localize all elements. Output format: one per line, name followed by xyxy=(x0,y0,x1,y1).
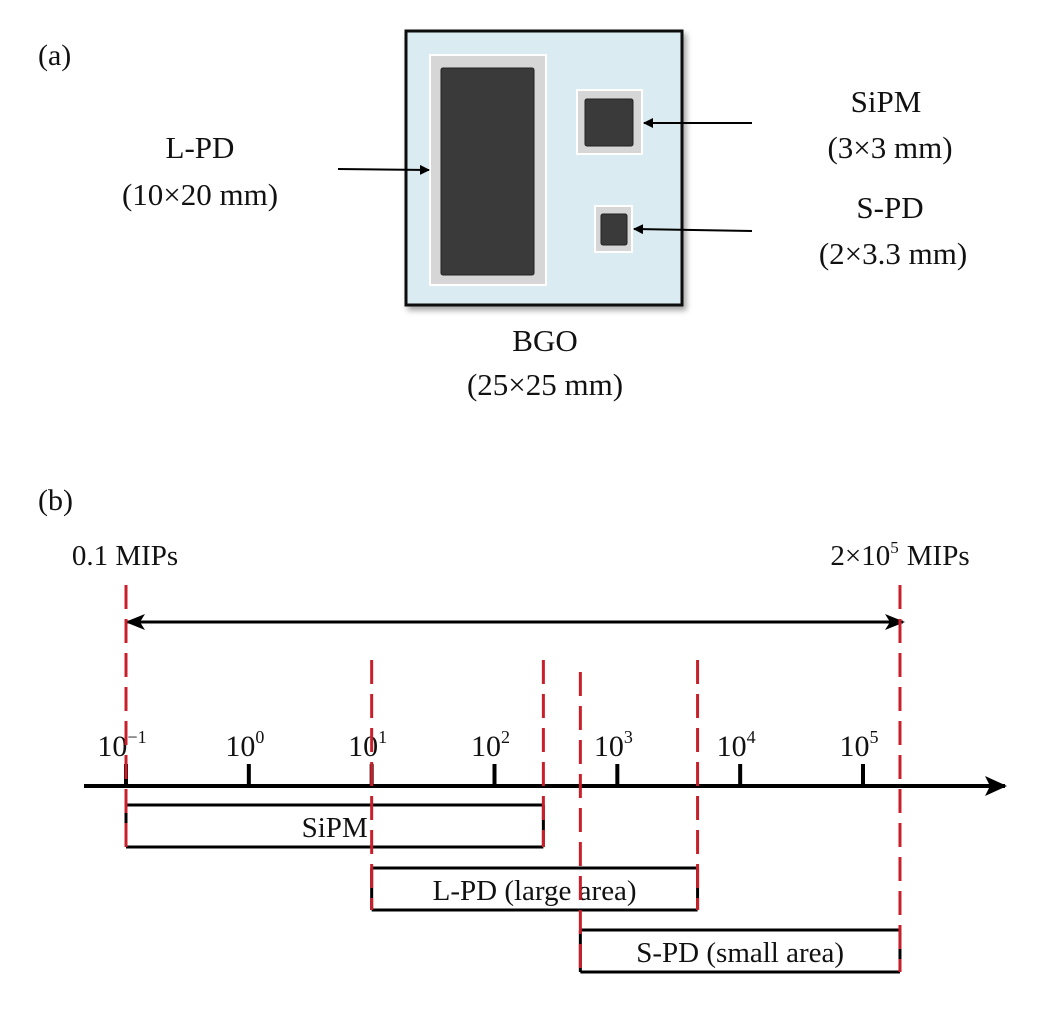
tick-label: 105 xyxy=(840,727,879,763)
range-bars: SiPM L-PD (large area) S-PD (small area) xyxy=(124,803,902,974)
range-bar-label: L-PD (large area) xyxy=(433,875,637,907)
range-max-base: 2×10 xyxy=(830,540,890,572)
range-max-unit: MIPs xyxy=(907,540,970,572)
spd-chip xyxy=(600,213,628,246)
lpd-chip xyxy=(440,67,535,276)
tick-label-exponent: 0 xyxy=(255,727,264,747)
tick-label-base: 10 xyxy=(348,730,378,763)
tick-label-base: 10 xyxy=(594,730,624,763)
range-bar: S-PD (small area) xyxy=(578,928,902,974)
bgo-name: BGO xyxy=(512,323,577,358)
tick-label: 104 xyxy=(717,727,756,763)
bgo-size: (25×25 mm) xyxy=(467,367,623,402)
tick-label: 103 xyxy=(594,727,633,763)
spd-size: (2×3.3 mm) xyxy=(819,236,967,271)
tick-label-base: 10 xyxy=(97,730,127,763)
range-boundaries xyxy=(124,585,902,972)
tick-label-exponent: −1 xyxy=(127,727,146,747)
sipm-sensor xyxy=(576,89,643,155)
tick-label-exponent: 1 xyxy=(378,727,387,747)
tick-label: 102 xyxy=(471,727,510,763)
sipm-size: (3×3 mm) xyxy=(827,130,952,165)
range-max-exp: 5 xyxy=(890,538,899,557)
range-bar-label: SiPM xyxy=(302,812,368,844)
lpd-name: L-PD xyxy=(166,130,235,165)
tick-label: 100 xyxy=(225,727,264,763)
range-bar: L-PD (large area) xyxy=(370,866,700,912)
sipm-chip xyxy=(584,98,634,147)
tick-label-base: 10 xyxy=(717,730,747,763)
tick-label-exponent: 2 xyxy=(501,727,510,747)
lpd-arrow xyxy=(337,164,430,175)
range-max-label: 2×105 MIPs xyxy=(830,538,969,572)
range-bar: SiPM xyxy=(124,803,545,849)
tick-label-exponent: 4 xyxy=(747,727,756,747)
tick-label: 101 xyxy=(348,727,387,763)
lpd-sensor xyxy=(429,54,547,286)
spd-arrow xyxy=(633,224,753,235)
lpd-size: (10×20 mm) xyxy=(122,177,278,212)
tick-label-exponent: 5 xyxy=(870,727,879,747)
tick-label-base: 10 xyxy=(225,730,255,763)
range-bar-label: S-PD (small area) xyxy=(636,937,844,969)
tick-label-exponent: 3 xyxy=(624,727,633,747)
tick-label-base: 10 xyxy=(471,730,501,763)
tick-label-base: 10 xyxy=(840,730,870,763)
spd-name: S-PD xyxy=(856,190,923,225)
panel-a-label: (a) xyxy=(38,39,71,72)
panel-b-label: (b) xyxy=(38,484,73,517)
range-min-label: 0.1 MIPs xyxy=(72,540,178,572)
sipm-name: SiPM xyxy=(851,84,922,119)
spd-sensor xyxy=(594,205,633,253)
tick-label: 10−1 xyxy=(97,727,146,763)
